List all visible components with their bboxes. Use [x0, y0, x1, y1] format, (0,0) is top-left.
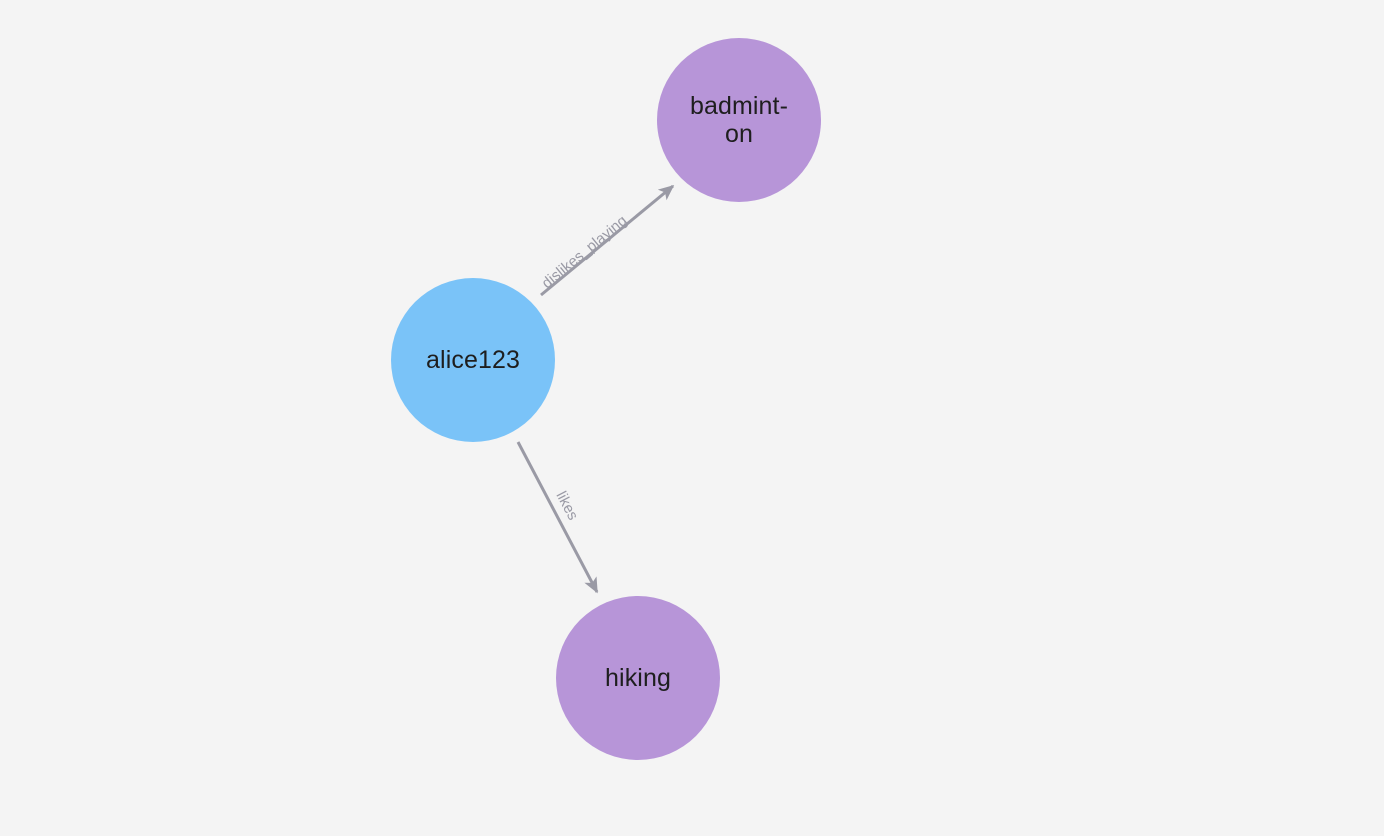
node-label-alice123: alice123	[426, 346, 520, 374]
graph-node-alice123[interactable]: alice123	[391, 278, 555, 442]
edge-likes-line[interactable]	[516, 441, 599, 594]
node-label-hiking: hiking	[605, 664, 671, 692]
graph-node-hiking[interactable]: hiking	[556, 596, 720, 760]
edge-dislikes-playing-line[interactable]	[540, 184, 675, 297]
graph-node-badminton[interactable]: badmint- on	[657, 38, 821, 202]
node-label-badminton: badmint- on	[689, 92, 789, 148]
